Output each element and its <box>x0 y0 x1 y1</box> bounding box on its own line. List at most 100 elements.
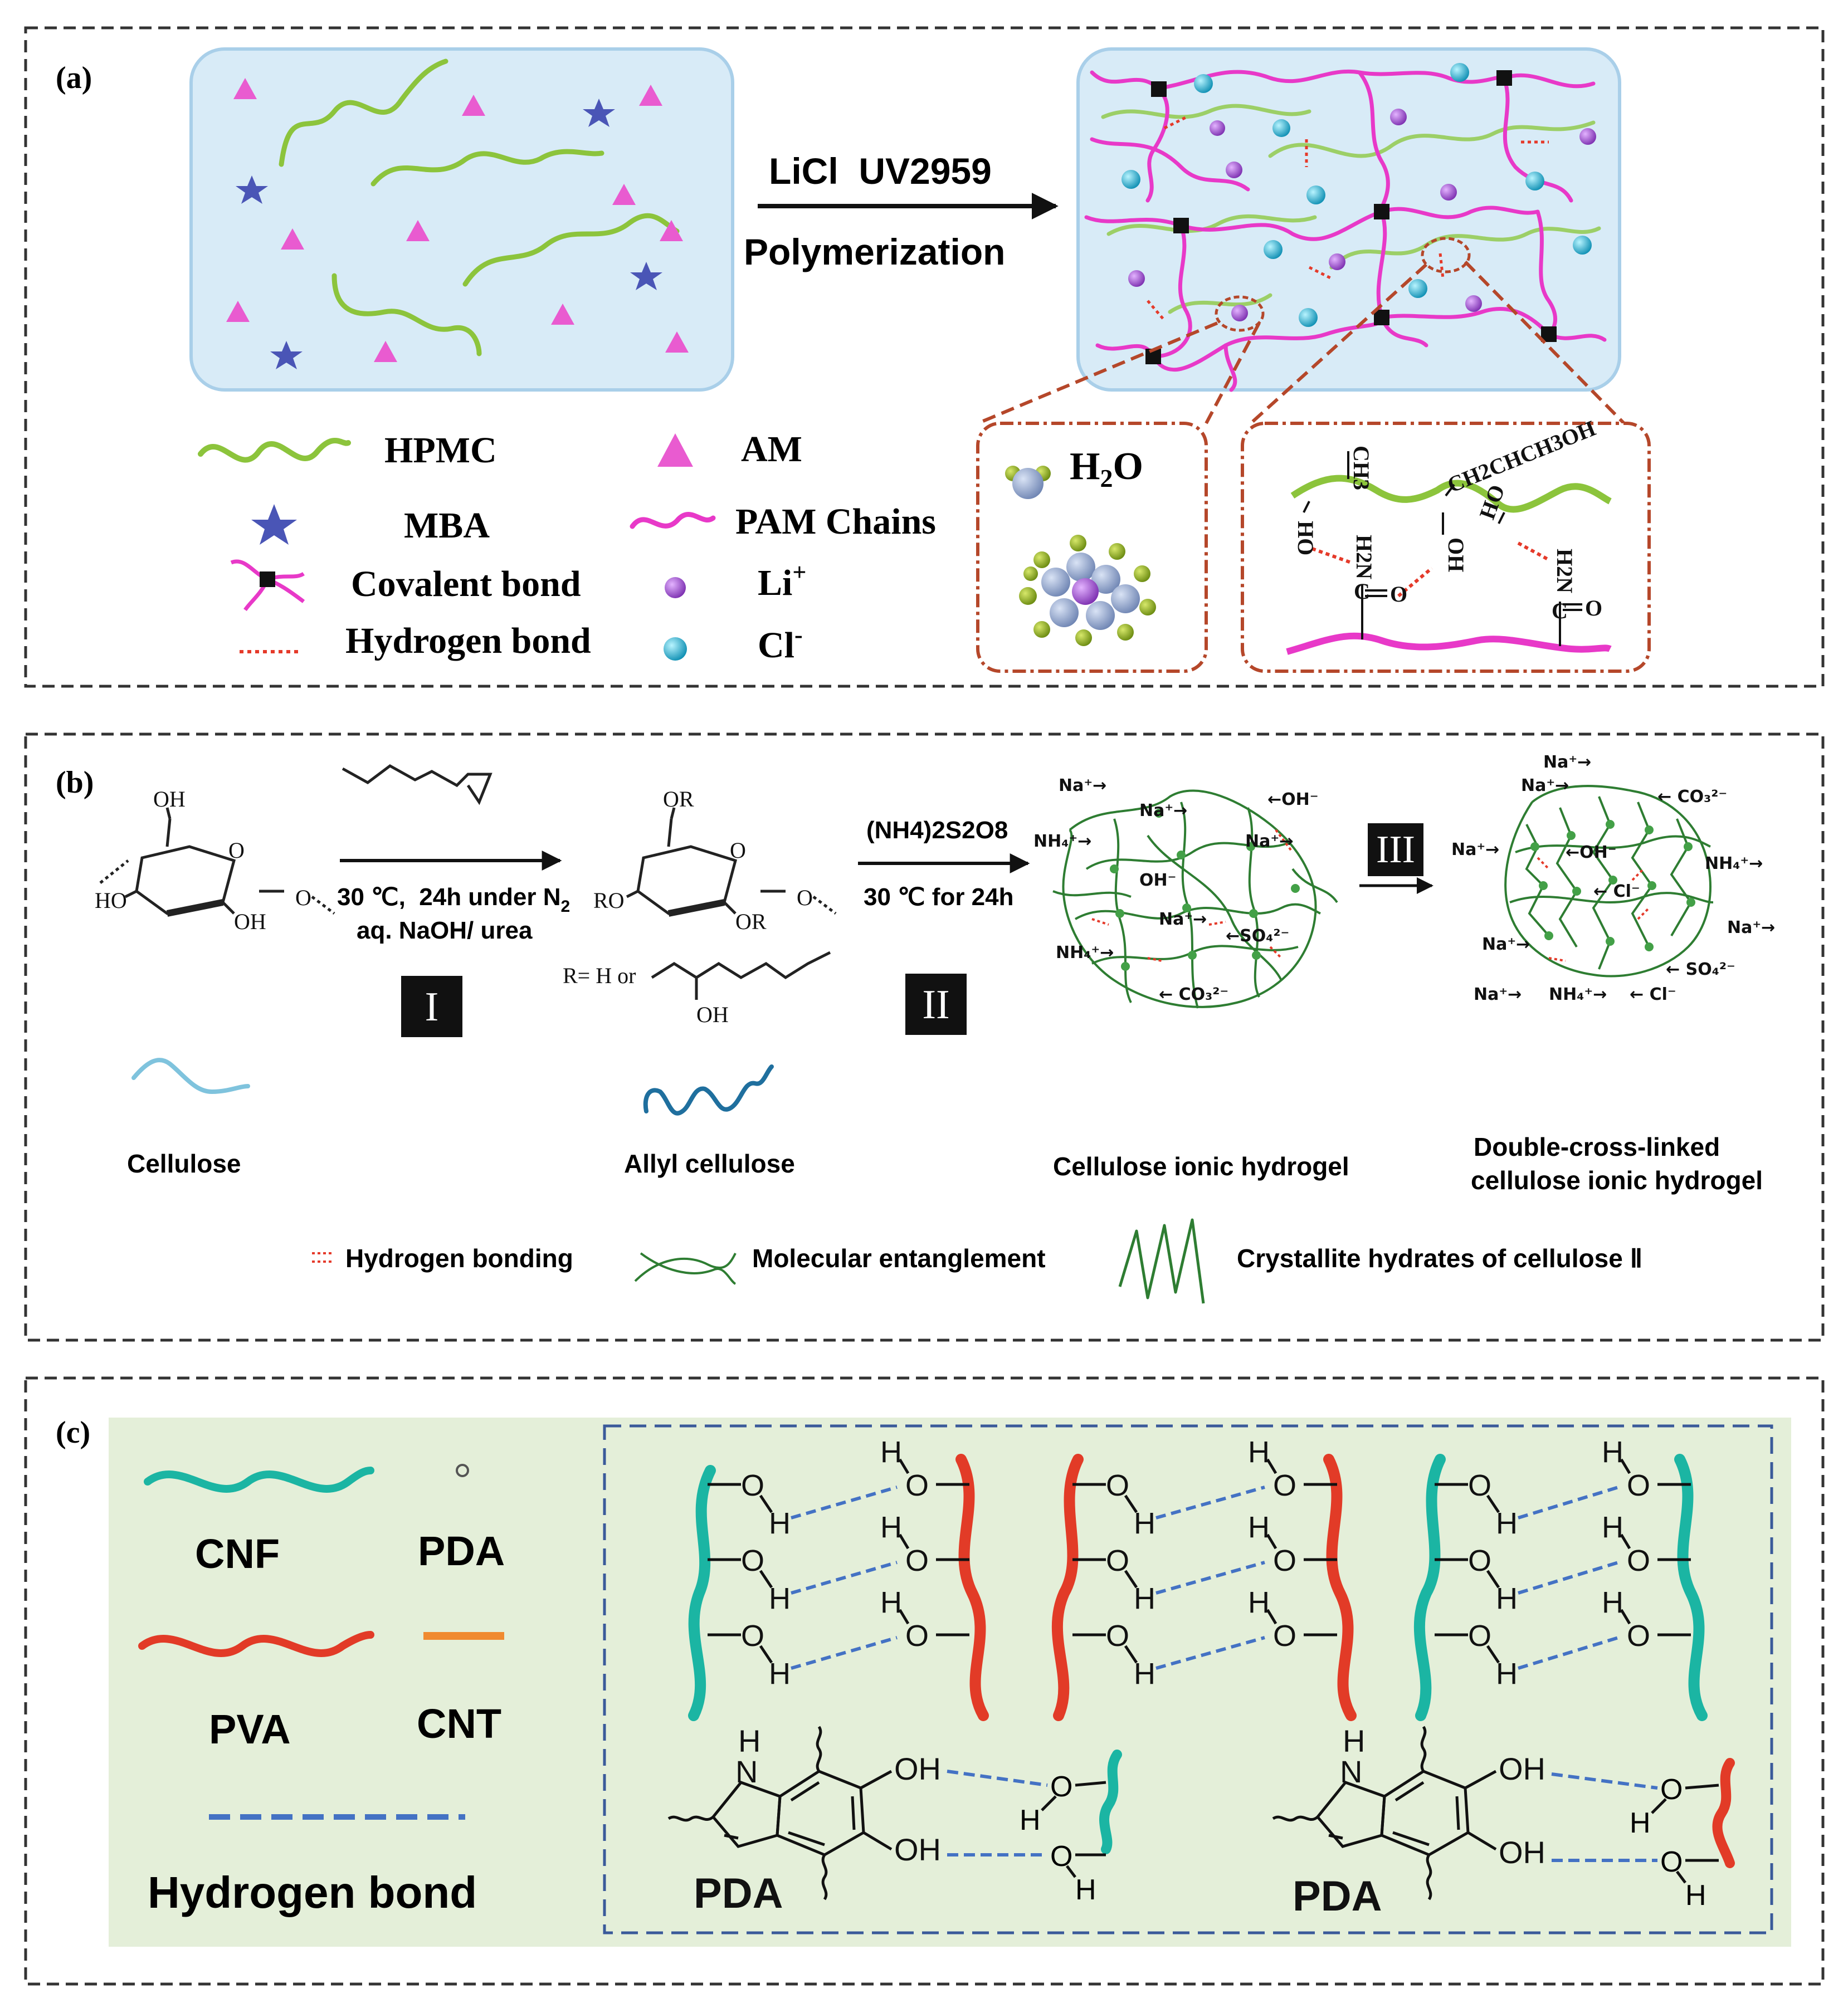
oh-bond-right-h <box>898 1533 910 1550</box>
double-crosslinked-ions: Na⁺→ Na⁺→ ←OH⁻ ← CO₃²⁻ NH₄⁺→ Na⁺→ ← Cl⁻ … <box>1451 753 1775 1004</box>
oh-bond-left-h <box>1486 1494 1500 1513</box>
g2-ro-left: RO <box>593 888 625 913</box>
ion2-cl-a: ← Cl⁻ <box>1593 882 1640 901</box>
oh-left-h: H <box>1134 1657 1155 1691</box>
pda1-label: PDA <box>694 1870 783 1917</box>
legend-li-text: Li <box>758 563 792 603</box>
oh-right-h: H <box>880 1511 902 1544</box>
pda1-cnf-h2: H <box>1075 1874 1096 1906</box>
ion2-oh: ←OH⁻ <box>1566 843 1617 862</box>
step1-cond2: aq. NaOH/ urea <box>357 917 533 944</box>
hydrogen-bond-line <box>1518 1486 1619 1520</box>
pda2-oh-top: OH <box>1499 1751 1545 1786</box>
reaction-condition-bottom: Polymerization <box>744 231 1005 272</box>
oh-bond-left-h <box>1124 1494 1138 1513</box>
am-legend-icon <box>657 433 693 467</box>
legend-cl: Cl- <box>758 621 803 666</box>
oh-right-o: O <box>1273 1469 1296 1502</box>
pda-structure-2 <box>1272 1726 1497 1900</box>
double-crosslinked-nodes <box>1530 820 1695 951</box>
li-legend-icon <box>665 577 686 598</box>
glucose-unit-2-labels: OR O RO OR O R= H or OH <box>563 786 813 1027</box>
g2-or-bottom: OR <box>735 909 767 934</box>
oh-bond-right-h <box>1266 1609 1277 1625</box>
hydrogen-bond-line <box>1518 1561 1619 1595</box>
oh-left-h: H <box>1496 1657 1518 1691</box>
oh-right-o: O <box>905 1469 929 1502</box>
ion1-na-a: Na⁺→ <box>1059 776 1106 795</box>
step1-roman-box <box>401 976 462 1037</box>
legend-cl-text: Cl <box>758 625 794 666</box>
crystallite-hydrates-legend-icon <box>1118 1218 1205 1304</box>
g1-o-ring: O <box>228 838 245 863</box>
chem-oh2: OH <box>1444 538 1469 572</box>
pda2-pva-o1: O <box>1660 1774 1683 1806</box>
pda1-cnf-h1: H <box>1020 1804 1041 1836</box>
cnt-legend-icon <box>423 1632 504 1640</box>
oh-right-h: H <box>1248 1586 1270 1619</box>
chain-pair-pva-pva <box>1051 1454 1357 1721</box>
glucose-unit-1 <box>99 807 335 917</box>
legend-mba: MBA <box>404 505 490 546</box>
ion1-so4: ←SO₄²⁻ <box>1226 926 1289 946</box>
step3-roman: III <box>1376 828 1415 871</box>
cl-legend-icon <box>664 637 687 661</box>
oh-right-o: O <box>1627 1544 1650 1577</box>
ion2-nh4-a: NH₄⁺→ <box>1705 854 1763 873</box>
g1-o-link: O <box>295 885 311 910</box>
oh-right-o: O <box>1627 1469 1650 1502</box>
legend-cnt: CNT <box>417 1701 501 1747</box>
pda-structure-1 <box>667 1726 893 1900</box>
pda-structure-2-labels: H N OH OH PDA <box>1293 1723 1545 1920</box>
double-crosslinked-hbonds <box>1537 857 1650 962</box>
oh-bond-right-h <box>1620 1458 1631 1474</box>
oh-bond-right-h <box>898 1458 910 1474</box>
oh-bond-left-h <box>1486 1645 1500 1664</box>
pda1-cnf-o2: O <box>1050 1840 1072 1873</box>
legend-hydrogen: Hydrogen bond <box>345 621 591 661</box>
cl-ions-network <box>1122 63 1592 327</box>
hydrogen-bond-line <box>791 1486 898 1520</box>
allyl-cellulose-chain-icon <box>643 1064 774 1116</box>
hydrogen-bonds-network <box>1147 115 1549 321</box>
step3-roman-box <box>1368 823 1423 876</box>
panel-a-label: (a) <box>56 61 92 95</box>
pam-chains-network <box>1084 69 1607 392</box>
reaction-condition-top: LiCl UV2959 <box>769 150 992 192</box>
oh-right-h: H <box>1602 1586 1623 1619</box>
pda2-pva-fragment <box>1712 1758 1735 1868</box>
ion2-na-e: Na⁺→ <box>1482 935 1530 954</box>
g1-ho-left: HO <box>95 888 127 913</box>
oh-right-h: H <box>1602 1435 1623 1469</box>
ion2-cl-b: ← Cl⁻ <box>1630 985 1676 1004</box>
pda2-oh-bottom: OH <box>1499 1835 1545 1870</box>
ion1-na-d: Na⁺→ <box>1159 910 1207 929</box>
oh-left-h: H <box>769 1507 791 1540</box>
legend-a: HPMC AM MBA PAM Chains Covalent bond Li+… <box>198 429 936 666</box>
ion2-na-f: Na⁺→ <box>1474 985 1522 1004</box>
chain-pair-cnf-pva <box>688 1454 989 1721</box>
oh-bond-left-h <box>759 1645 773 1664</box>
cnf-chain-2 <box>1413 1454 1446 1721</box>
ionic-hydrogel-network <box>1052 789 1338 1009</box>
ion2-nh4-b: NH₄⁺→ <box>1549 985 1607 1004</box>
allyl-glycidyl-ether-reagent <box>342 764 493 805</box>
oh-right-h: H <box>1248 1435 1270 1469</box>
legend-pva: PVA <box>209 1706 291 1752</box>
hydrogen-bond-line <box>1155 1636 1265 1670</box>
pva-chain-3 <box>1323 1454 1357 1721</box>
ion1-na-c: Na⁺→ <box>1245 832 1293 851</box>
oh-left-h: H <box>769 1657 791 1691</box>
panel-c-border <box>24 1376 1825 1986</box>
step1-cond1-sub: 2 <box>561 897 571 916</box>
pda2-attached-pva: O H O H <box>1551 1758 1735 1912</box>
legend-li-sup: + <box>792 559 806 586</box>
chem-ch3: CH3 <box>1349 446 1374 490</box>
name-cellulose: Cellulose <box>127 1149 241 1178</box>
step1-cond1-text: 30 ℃, 24h under N <box>337 883 561 911</box>
pda1-attached-cnf: O H O H <box>947 1750 1122 1906</box>
zoom-circle-2 <box>1421 237 1471 273</box>
pda2-pva-h2: H <box>1685 1879 1706 1912</box>
